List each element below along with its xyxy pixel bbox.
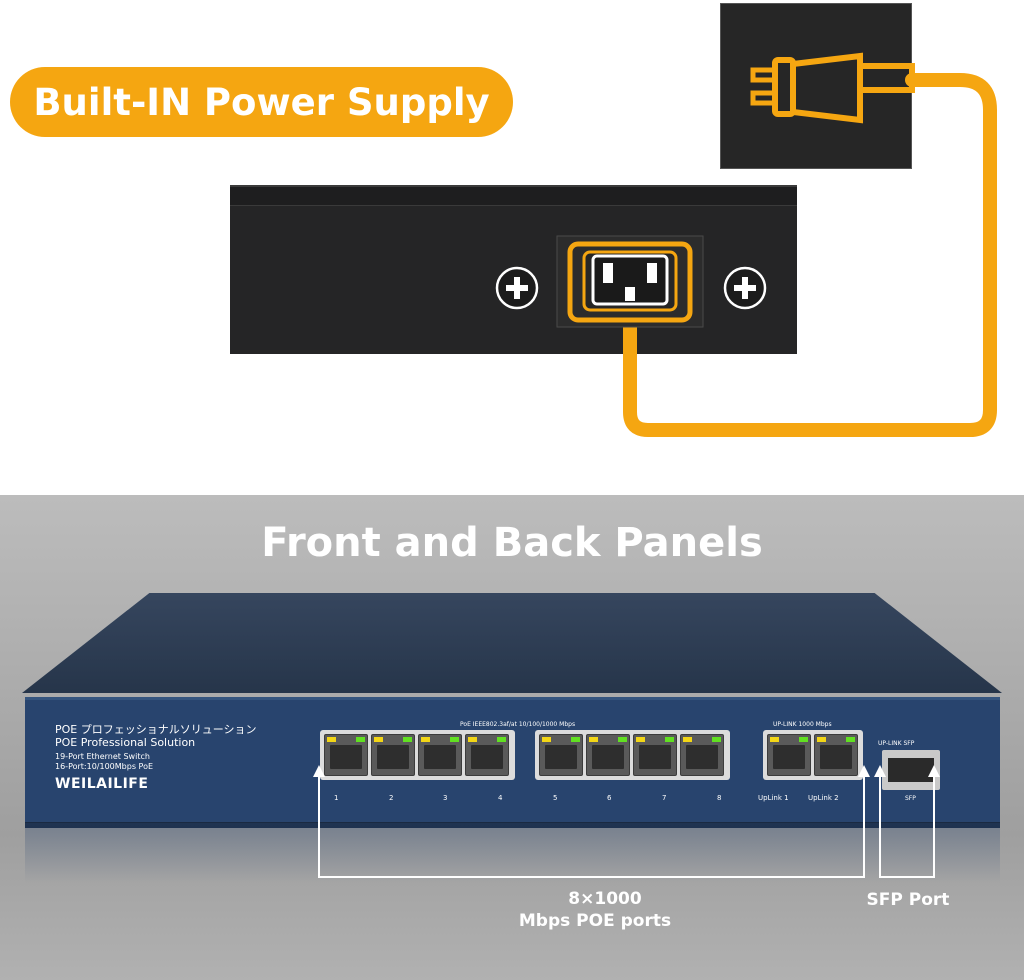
- ethernet-port-7[interactable]: [633, 734, 677, 776]
- poe-callout-line1: 8×1000: [568, 889, 642, 909]
- uplink-name-2: UpLink 2: [808, 794, 839, 802]
- sfp-callout: SFP Port: [866, 890, 950, 910]
- uplink-port-2[interactable]: [814, 734, 858, 776]
- ethernet-port-1[interactable]: [324, 734, 368, 776]
- port-number-5: 5: [553, 794, 558, 802]
- port-number-1: 1: [334, 794, 339, 802]
- switch-reflection: [25, 823, 1000, 883]
- ethernet-port-6[interactable]: [586, 734, 630, 776]
- power-inlet-icon: [556, 235, 704, 328]
- brand-en-text: POE Professional Solution: [55, 736, 196, 749]
- plug-icon: [750, 52, 915, 124]
- uplink-port-group: [763, 730, 863, 780]
- port-number-4: 4: [498, 794, 503, 802]
- rear-panel-lip: [230, 187, 797, 206]
- brand-logo: WEILAILIFE: [55, 776, 149, 792]
- built-in-power-text: Built-IN Power Supply: [33, 80, 490, 124]
- poe-callout-line2: Mbps POE ports: [518, 911, 672, 931]
- sfp-port[interactable]: [882, 750, 940, 790]
- built-in-power-badge: Built-IN Power Supply: [10, 67, 513, 137]
- power-plug-inset: [720, 3, 912, 169]
- brand-jp-text: POE プロフェッショナルソリューション: [55, 723, 257, 736]
- spec-line-2: 16-Port:10/100Mbps PoE: [55, 762, 154, 771]
- switch-top-cover: [22, 593, 1002, 693]
- port-group-1-4: [320, 730, 515, 780]
- port-number-2: 2: [389, 794, 394, 802]
- brand-block: POE プロフェッショナルソリューション POE Professional So…: [55, 723, 257, 792]
- port-number-3: 3: [443, 794, 448, 802]
- ethernet-port-3[interactable]: [418, 734, 462, 776]
- ethernet-port-2[interactable]: [371, 734, 415, 776]
- sfp-sub-label: SFP: [905, 795, 916, 802]
- uplink-name-1: UpLink 1: [758, 794, 789, 802]
- port-number-8: 8: [717, 794, 722, 802]
- power-cable-overlay: [495, 52, 997, 437]
- ethernet-port-8[interactable]: [680, 734, 724, 776]
- port-number-6: 6: [607, 794, 612, 802]
- sfp-port-label: UP-LINK SFP: [878, 740, 915, 747]
- uplink-ports-label: UP-LINK 1000 Mbps: [773, 721, 832, 728]
- port-number-7: 7: [662, 794, 667, 802]
- spec-line-1: 19-Port Ethernet Switch: [55, 752, 150, 761]
- power-supply-illustration: Built-IN Power Supply: [10, 3, 997, 437]
- power-cable: [623, 73, 997, 437]
- poe-ports-label: PoE IEEE802.3af/at 10/100/1000 Mbps: [460, 721, 576, 728]
- ethernet-port-4[interactable]: [465, 734, 509, 776]
- section-heading: Front and Back Panels: [261, 520, 763, 566]
- screw-icon-left: [495, 266, 539, 310]
- screw-icon-right: [723, 266, 767, 310]
- ethernet-port-5[interactable]: [539, 734, 583, 776]
- uplink-port-1[interactable]: [767, 734, 811, 776]
- port-group-5-8: [535, 730, 730, 780]
